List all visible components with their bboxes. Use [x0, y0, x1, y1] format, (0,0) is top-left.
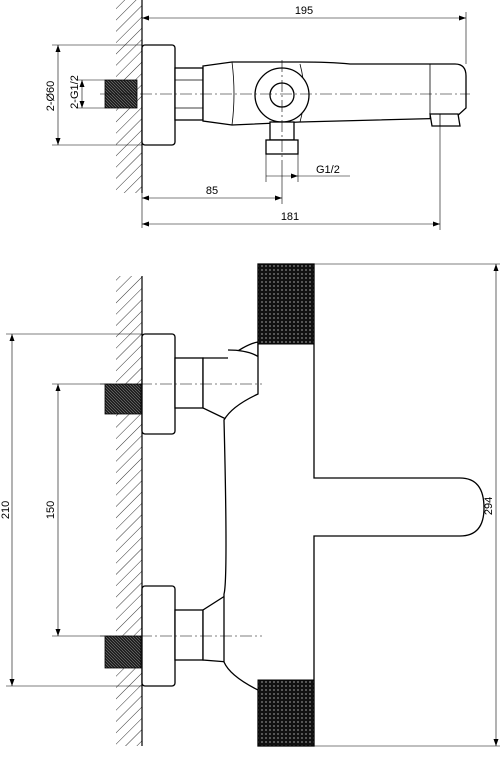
- dim-outlet-offset: 85: [206, 185, 218, 197]
- wall-hatch-front: [116, 276, 142, 746]
- thermostat-body: [223, 263, 485, 747]
- spout-outlet-top: [429, 113, 461, 127]
- dim-pipe-thread: 2-G1/2: [69, 75, 81, 109]
- dim-overall-length: 195: [295, 5, 313, 17]
- upper-nut: [174, 357, 204, 409]
- lower-nut: [174, 609, 204, 661]
- dim-centre-distance: 150: [45, 501, 57, 519]
- dim-wall-depth: 181: [281, 211, 299, 223]
- lower-handle-knurl: [257, 679, 315, 747]
- dim-total-height: 210: [0, 501, 12, 519]
- rosette-top: [141, 44, 176, 146]
- front-view: 210 150 294: [0, 263, 500, 747]
- upper-inlet-thread: [104, 383, 142, 415]
- dim-body-length: 294: [483, 497, 495, 515]
- dim-outlet-thread: G1/2: [316, 164, 340, 176]
- mixer-body-top: [202, 61, 467, 126]
- upper-handle-knurl: [257, 263, 315, 345]
- lower-inlet-thread: [104, 635, 142, 669]
- top-view: 195 2-Ø60 2-G1/2 G1/2 85 181: [45, 0, 470, 230]
- dim-rosette-diameter: 2-Ø60: [45, 81, 57, 112]
